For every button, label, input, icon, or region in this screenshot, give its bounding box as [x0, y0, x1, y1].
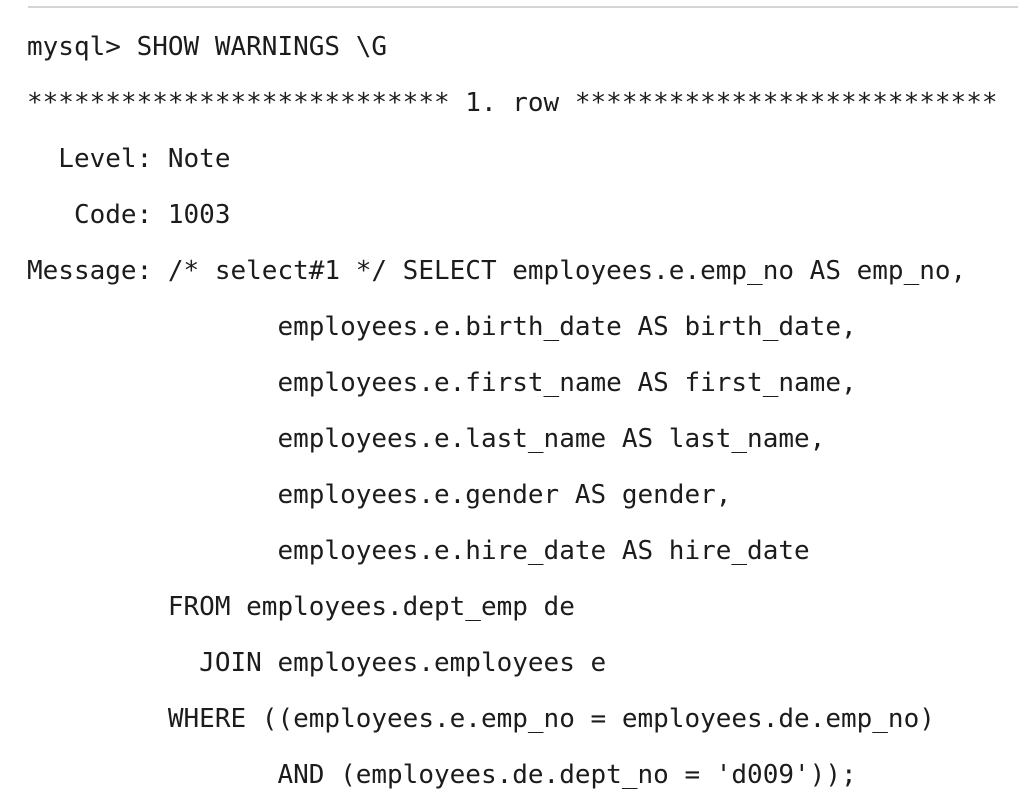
query-line: employees.e.gender AS gender, — [27, 480, 732, 510]
query-line: employees.e.birth_date AS birth_date, — [27, 312, 857, 342]
row-separator-line: *************************** 1. row *****… — [27, 88, 998, 118]
code-field-line: Code: 1003 — [27, 200, 231, 230]
query-where-line: WHERE ((employees.e.emp_no = employees.d… — [27, 704, 935, 734]
query-line: employees.e.first_name AS first_name, — [27, 368, 857, 398]
query-line: employees.e.last_name AS last_name, — [27, 424, 826, 454]
top-divider — [28, 6, 1018, 8]
terminal-output: mysql> SHOW WARNINGS \G ****************… — [27, 19, 1018, 803]
query-join-line: JOIN employees.employees e — [27, 648, 607, 678]
query-line: employees.e.hire_date AS hire_date — [27, 536, 810, 566]
query-and-line: AND (employees.de.dept_no = 'd009')); — [27, 760, 857, 790]
query-from-line: FROM employees.dept_emp de — [27, 592, 575, 622]
message-field-line: Message: /* select#1 */ SELECT employees… — [27, 256, 967, 286]
command-prompt-line: mysql> SHOW WARNINGS \G — [27, 32, 388, 62]
level-field-line: Level: Note — [27, 144, 231, 174]
